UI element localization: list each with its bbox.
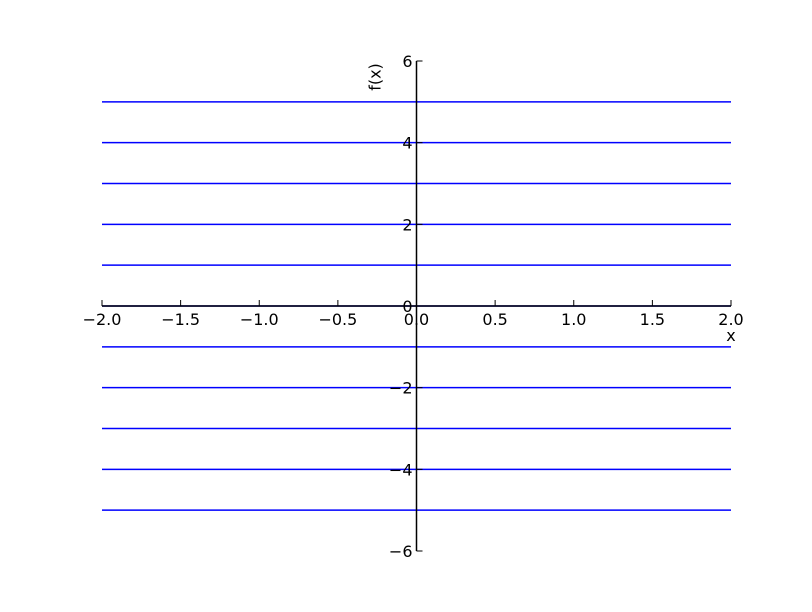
x-tick-label: 2.0 — [718, 310, 743, 329]
y-tick-label: 6 — [402, 52, 412, 71]
y-axis-label: f(x) — [366, 63, 385, 91]
y-tick-label: −2 — [389, 379, 413, 398]
y-tick-label: 0 — [402, 297, 412, 316]
x-tick-label: 0.5 — [482, 310, 507, 329]
x-tick-label: 0.0 — [404, 310, 429, 329]
x-tick-label: 1.5 — [640, 310, 665, 329]
x-tick-label: −2.0 — [83, 310, 122, 329]
y-tick-label: 2 — [402, 215, 412, 234]
x-tick-label: −1.0 — [240, 310, 279, 329]
y-tick-label: 4 — [402, 134, 412, 153]
y-tick-label: −4 — [389, 460, 413, 479]
x-tick-label: 1.0 — [561, 310, 586, 329]
x-axis-label: x — [726, 326, 735, 345]
x-tick-label: −1.5 — [161, 310, 200, 329]
y-tick-label: −6 — [389, 542, 413, 561]
labels-layer: x f(x) −2.0 −1.5 −1.0 −0.5 0.0 0.5 1.0 1.5 2.0 −6… — [83, 52, 744, 561]
x-tick-label: −0.5 — [318, 310, 357, 329]
axes-layer — [101, 60, 732, 552]
